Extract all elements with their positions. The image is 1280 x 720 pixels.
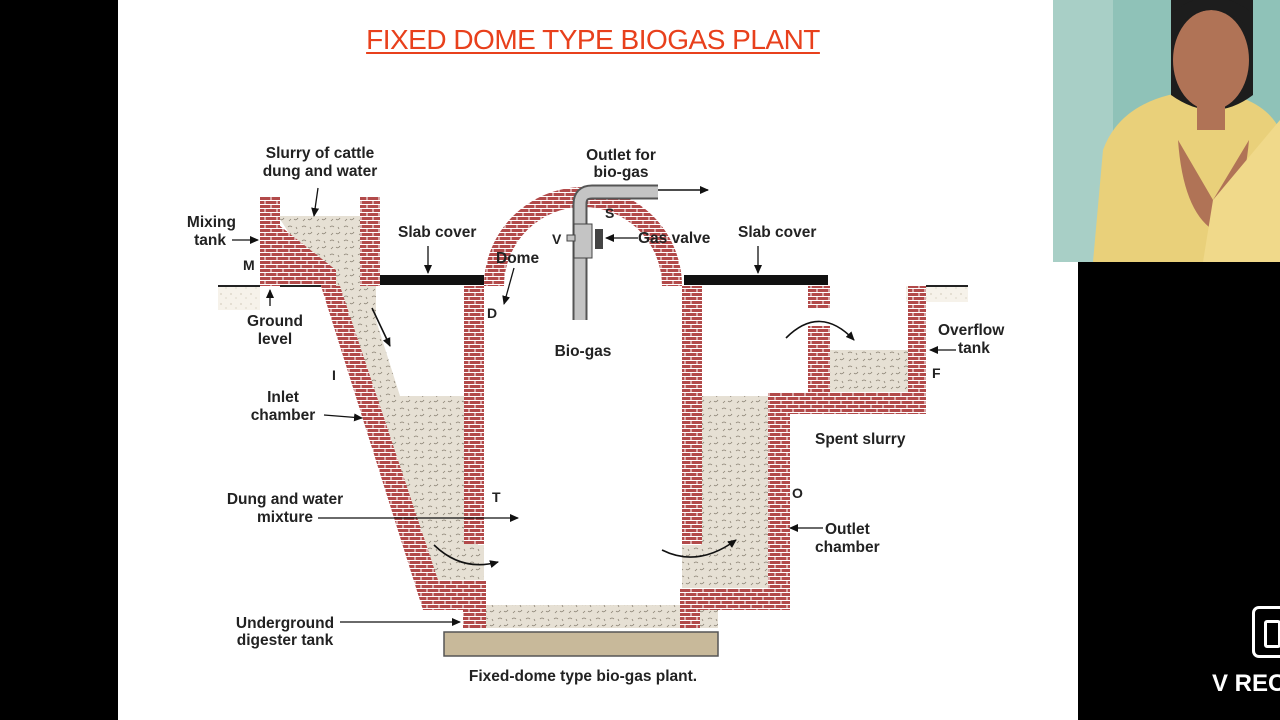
letter-m: M [243, 257, 255, 273]
slide-title: FIXED DOME TYPE BIOGAS PLANT [366, 24, 820, 55]
letter-d: D [487, 305, 497, 321]
label-outlet-line1: Outlet for [586, 147, 656, 164]
label-outlet-chamber-line1: Outlet [825, 521, 870, 538]
brick-walls [260, 187, 926, 628]
slide: FIXED DOME TYPE BIOGAS PLANT [118, 0, 1078, 720]
letter-i: I [332, 367, 336, 383]
label-outlet-line2: bio-gas [593, 164, 648, 181]
screen-recorder-icon [1252, 606, 1280, 658]
overflow-tank-slurry [830, 350, 912, 394]
label-slurry-line1: Slurry of cattle [266, 145, 375, 162]
label-inlet-line2: chamber [251, 407, 316, 424]
label-dome: Dome [496, 250, 539, 267]
slab-cover-right [684, 275, 828, 285]
letter-v: V [552, 231, 562, 247]
foundation-base [443, 631, 719, 657]
presenter-video [1053, 0, 1280, 262]
label-overflow-line1: Overflow [938, 322, 1005, 339]
label-gas-valve: Gas valve [638, 230, 711, 247]
recorder-watermark: V REC [1212, 670, 1280, 697]
label-slurry-line2: dung and water [263, 163, 378, 180]
label-slab-cover-right: Slab cover [738, 224, 816, 241]
label-bio-gas: Bio-gas [555, 343, 612, 360]
slab-cover-left [380, 275, 484, 285]
label-overflow-line2: tank [958, 340, 990, 357]
biogas-plant-diagram: Slurry of cattle dung and water Outlet f… [187, 145, 1005, 685]
letter-o: O [792, 485, 803, 501]
label-mixing-line2: tank [194, 232, 226, 249]
label-inlet-line1: Inlet [267, 389, 299, 406]
label-spent-slurry: Spent slurry [815, 431, 906, 448]
label-leader-arrows [232, 187, 956, 626]
label-slab-cover-left: Slab cover [398, 224, 476, 241]
gas-outlet-pipe [566, 184, 709, 320]
mixing-tank-slurry [278, 216, 360, 286]
label-underground-line2: digester tank [237, 632, 334, 649]
label-ground-line2: level [258, 331, 292, 348]
ground-soil-left [218, 286, 260, 310]
webcam-overlay [1053, 0, 1280, 262]
label-dung-line1: Dung and water [227, 491, 343, 508]
letter-t: T [492, 489, 501, 505]
diagram-caption: Fixed-dome type bio-gas plant. [469, 668, 697, 685]
label-underground-line1: Underground [236, 615, 334, 632]
label-dung-line2: mixture [257, 509, 313, 526]
flow-arrows [371, 307, 855, 568]
gas-valve-knob [595, 229, 603, 249]
label-ground-line1: Ground [247, 313, 303, 330]
letter-s: S [605, 205, 614, 221]
letter-f: F [932, 365, 941, 381]
label-outlet-chamber-line2: chamber [815, 539, 880, 556]
label-mixing-line1: Mixing [187, 214, 236, 231]
